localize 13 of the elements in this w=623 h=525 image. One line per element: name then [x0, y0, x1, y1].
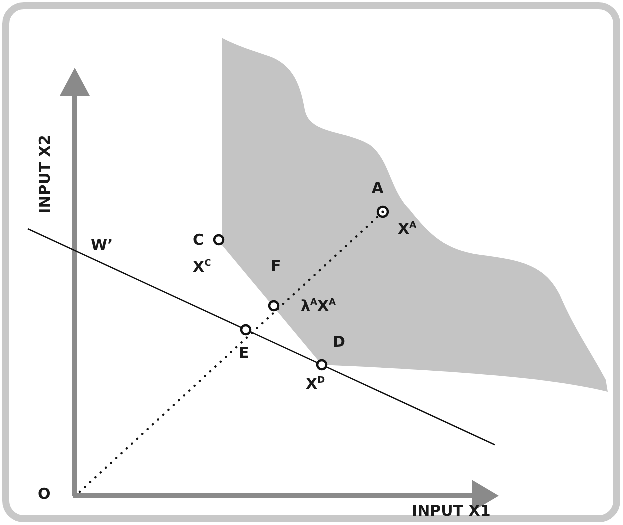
- origin-label: O: [38, 487, 51, 502]
- point-label: A: [372, 181, 384, 196]
- point-label: X$^{C}$: [193, 260, 212, 275]
- axis-label: INPUT X2: [37, 135, 52, 214]
- axis-label: INPUT X1: [412, 504, 491, 519]
- point-label: F: [271, 259, 282, 274]
- point-label: λ$^{A}$X$^{A}$: [301, 299, 336, 314]
- point-label: D: [333, 335, 346, 350]
- line-label: W’: [91, 238, 114, 253]
- point-label: C: [193, 233, 204, 248]
- point-label: E: [239, 346, 250, 361]
- point-label: X$^{D}$: [306, 377, 326, 392]
- point-label: X$^{A}$: [398, 222, 417, 237]
